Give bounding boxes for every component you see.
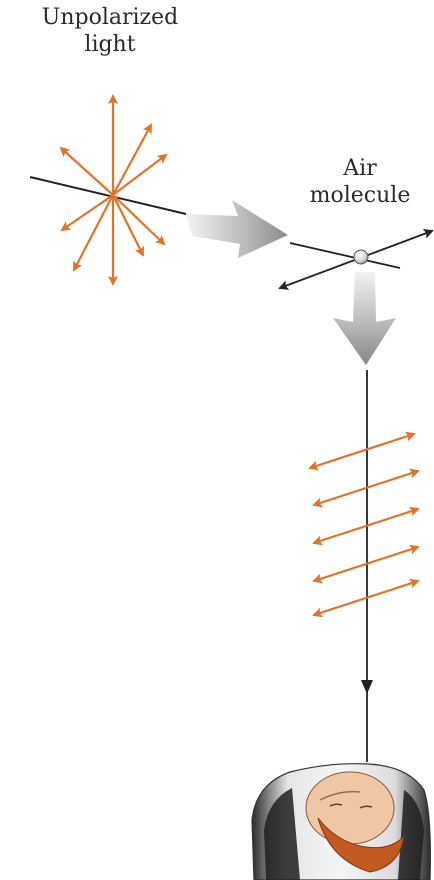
propagation-line xyxy=(30,177,186,214)
polarized-double-arrow-icon xyxy=(314,471,418,505)
observer-person-icon xyxy=(252,764,430,880)
polarized-double-arrow-icon xyxy=(314,509,418,543)
gray-arrow-right-icon xyxy=(186,200,288,258)
arrow-up-left-icon xyxy=(61,148,113,195)
beam-direction-arrowhead-icon xyxy=(361,680,373,694)
polarized-double-arrow-icon xyxy=(314,547,418,581)
polarized-double-arrow-icon xyxy=(314,581,418,615)
polarized-arrows xyxy=(310,434,418,615)
polarized-double-arrow-icon xyxy=(310,434,414,468)
arrow-down-left-icon xyxy=(74,195,113,270)
gray-arrow-down-icon xyxy=(333,272,396,365)
arrow-left-down-icon xyxy=(62,195,113,230)
arrow-right-up-icon xyxy=(113,155,166,195)
arrow-down-right-icon xyxy=(113,195,143,255)
arrow-up-right-icon xyxy=(113,125,151,195)
unpolarized-arrows xyxy=(61,96,166,284)
molecule-icon xyxy=(354,250,368,264)
